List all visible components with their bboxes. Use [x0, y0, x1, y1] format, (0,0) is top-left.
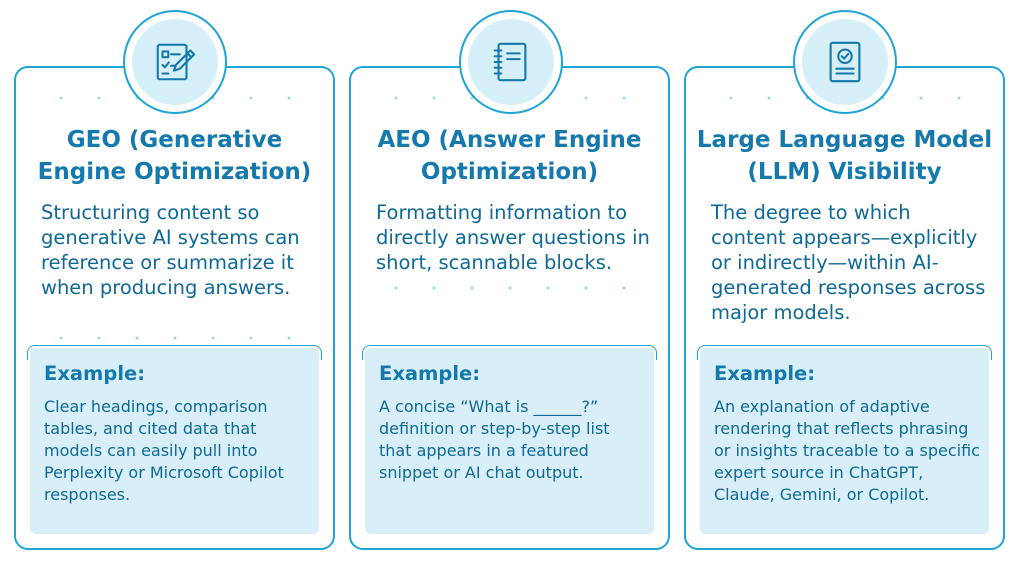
card-title: Large Language Model (LLM) Visibility: [696, 127, 993, 185]
card-description: Structuring content so generative AI sys…: [41, 201, 300, 299]
checklist-pencil-icon: [123, 10, 227, 114]
card-description: Formatting information to directly answe…: [376, 201, 650, 274]
card-llm-visibility: Large Language Model (LLM) Visibility Th…: [684, 66, 1005, 550]
example-box: Example: An explanation of adaptive rend…: [697, 345, 992, 534]
card-geo: GEO (Generative Engine Optimization) Str…: [14, 66, 335, 550]
example-label: Example:: [714, 362, 816, 385]
example-box: Example: Clear headings, comparison tabl…: [27, 345, 322, 534]
card-title: GEO (Generative Engine Optimization): [37, 127, 312, 185]
card-title: AEO (Answer Engine Optimization): [377, 127, 642, 185]
dotted-divider: [42, 336, 307, 340]
example-label: Example:: [379, 362, 481, 385]
card-description: The degree to which content appears—expl…: [711, 201, 986, 324]
card-aeo: AEO (Answer Engine Optimization) Formatt…: [349, 66, 670, 550]
example-text: A concise “What is ______?” definition o…: [379, 397, 610, 482]
dotted-divider: [377, 286, 642, 290]
example-text: Clear headings, comparison tables, and c…: [44, 397, 284, 504]
example-label: Example:: [44, 362, 146, 385]
example-box: Example: A concise “What is ______?” def…: [362, 345, 657, 534]
notebook-icon: [459, 10, 563, 114]
verified-document-icon: [793, 10, 897, 114]
example-text: An explanation of adaptive rendering tha…: [714, 397, 980, 504]
